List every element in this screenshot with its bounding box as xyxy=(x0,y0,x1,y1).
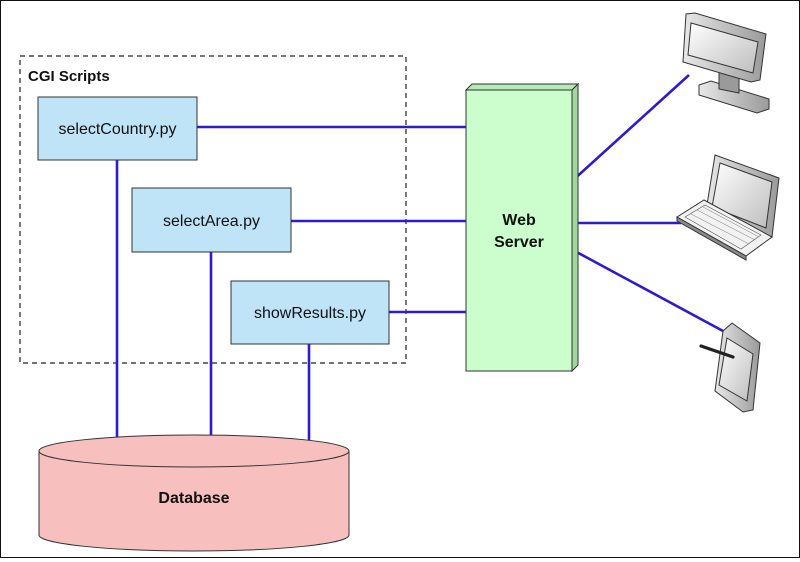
connector-server-desktop xyxy=(570,74,690,183)
web-server-label-line1: Web xyxy=(502,212,536,229)
stylus-icon xyxy=(699,344,735,359)
cgi-scripts-group: CGI Scripts xyxy=(19,55,407,364)
database-cylinder: Database xyxy=(38,434,350,552)
desktop-monitor-icon xyxy=(682,12,770,114)
script-box-selectarea: selectArea.py xyxy=(131,187,292,253)
connector-server-tablet xyxy=(570,247,724,333)
script-label-showresults: showResults.py xyxy=(254,305,366,322)
database-label: Database xyxy=(158,490,229,507)
tablet-icon xyxy=(699,322,761,413)
script-label-selectcountry: selectCountry.py xyxy=(59,121,177,138)
cgi-scripts-border xyxy=(19,55,407,364)
script-box-showresults: showResults.py xyxy=(230,280,390,345)
script-label-selectarea: selectArea.py xyxy=(163,213,260,230)
connector-lines xyxy=(115,74,724,441)
script-box-selectcountry: selectCountry.py xyxy=(37,96,198,161)
laptop-icon xyxy=(676,154,780,261)
cgi-scripts-label: CGI Scripts xyxy=(28,68,110,85)
web-server-box: Web Server xyxy=(464,82,580,373)
web-server-label-line2: Server xyxy=(494,234,544,251)
